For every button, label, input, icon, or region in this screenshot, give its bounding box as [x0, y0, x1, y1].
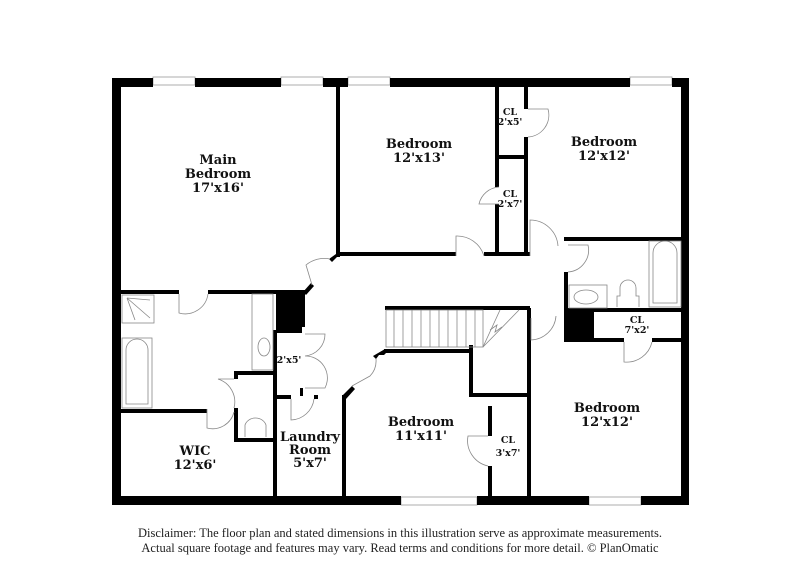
door-swing: [530, 315, 557, 341]
door-swing: [529, 219, 559, 256]
door-swing: [217, 378, 236, 409]
door-swing: [305, 258, 331, 286]
door-swing: [527, 108, 550, 138]
room-name: Bedroom: [571, 135, 638, 150]
room-size: 12'x12': [578, 149, 630, 164]
toilet: [616, 279, 640, 307]
door-swing: [351, 358, 377, 387]
bathtub: [648, 240, 682, 308]
room-size: 12'x13': [393, 151, 445, 166]
exterior-walls: [112, 78, 689, 505]
door-swing: [290, 398, 315, 421]
sink: [257, 337, 271, 357]
shower: [121, 294, 155, 324]
room-size: 11'x11': [395, 429, 447, 444]
door-swing: [455, 235, 485, 257]
closet-name: CL: [630, 315, 645, 326]
doors: [178, 108, 653, 467]
door-swing: [567, 244, 589, 273]
door-swing: [206, 409, 235, 430]
window: [629, 76, 673, 86]
toilet: [244, 417, 267, 437]
room-name: Bedroom: [185, 167, 252, 182]
room-name: Bedroom: [574, 401, 641, 416]
closet-size: 2'x5': [498, 117, 523, 128]
closet-size: 2'x7': [498, 199, 523, 210]
closet-size: 3'x7': [496, 448, 521, 459]
room-name: Room: [289, 443, 331, 458]
door-swing: [623, 341, 653, 363]
stair-break-line: [489, 324, 503, 333]
fixtures: [121, 240, 682, 437]
door-swing: [467, 435, 489, 467]
room-size: 5'x7': [293, 456, 327, 471]
disclaimer-line-2: Actual square footage and features may v…: [141, 541, 659, 555]
vanity: [568, 284, 608, 309]
window: [347, 76, 391, 86]
room-name: Bedroom: [388, 415, 455, 430]
window: [280, 76, 324, 86]
window: [588, 496, 642, 506]
room-name: Main: [199, 153, 237, 168]
closet-name: CL: [501, 435, 516, 446]
closet-name: CL: [503, 189, 518, 200]
vanity: [251, 293, 274, 371]
sink: [573, 289, 599, 305]
closet-size: 7'x2': [625, 325, 650, 336]
interior-walls: [121, 87, 689, 505]
bathtub: [121, 337, 153, 409]
staircase: [385, 309, 520, 348]
room-size: 12'x12': [581, 415, 633, 430]
closet-name: CL: [503, 107, 518, 118]
disclaimer-line-1: Disclaimer: The floor plan and stated di…: [138, 526, 662, 540]
room-name: WIC: [178, 444, 210, 459]
room-name: Laundry: [280, 430, 340, 445]
room-size: 12'x6': [174, 458, 217, 473]
room-size: 17'x16': [192, 181, 244, 196]
door-swing: [478, 186, 500, 205]
window: [152, 76, 196, 86]
room-name: Bedroom: [386, 137, 453, 152]
window: [400, 496, 478, 506]
door-swing: [304, 333, 328, 389]
closet-size: 2'x5': [277, 355, 302, 366]
door-swing: [178, 293, 209, 315]
room-labels: Main Bedroom 17'x16' Bedroom 12'x13' Bed…: [174, 107, 650, 473]
